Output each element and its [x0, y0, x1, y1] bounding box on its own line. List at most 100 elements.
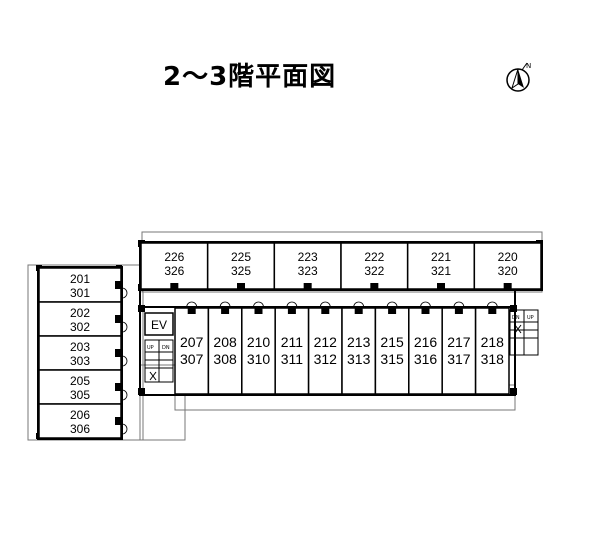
room-outline — [207, 307, 243, 395]
room-number-2f: 217 — [447, 334, 471, 350]
room-column — [115, 281, 121, 289]
door-swing — [219, 301, 231, 308]
room-number-3f: 322 — [364, 264, 384, 278]
north-label: N — [526, 62, 531, 70]
room-column — [115, 417, 121, 425]
room-column — [115, 349, 121, 357]
room-column — [454, 308, 463, 314]
room-number-2f: 208 — [213, 334, 237, 350]
door-swing — [253, 301, 264, 308]
room-column — [354, 308, 363, 314]
room-number-3f: 301 — [70, 286, 90, 300]
room-number-3f: 310 — [247, 351, 271, 367]
room-number-3f: 318 — [481, 351, 505, 367]
room-number-2f: 201 — [70, 272, 90, 286]
room-number-3f: 317 — [447, 351, 471, 367]
room-number-2f: 211 — [281, 334, 304, 350]
room-number-2f: 210 — [247, 334, 271, 350]
room-column — [221, 308, 230, 314]
room-number-3f: 326 — [164, 264, 184, 278]
door-swing — [186, 301, 198, 308]
room-column — [187, 308, 196, 314]
room-number-3f: 311 — [281, 351, 304, 367]
door-swing — [420, 301, 431, 308]
west-stair: UP DN — [144, 339, 174, 383]
room-number-3f: 313 — [347, 351, 371, 367]
room-outline — [38, 335, 122, 371]
west-stair-down-label: DN — [162, 345, 170, 351]
door-swing — [286, 301, 298, 308]
room-number-2f: 207 — [180, 334, 204, 350]
east-stair-up-label: UP — [527, 315, 534, 321]
room-number-2f: 216 — [414, 334, 438, 350]
room-number-3f: 320 — [498, 264, 518, 278]
room-column — [488, 308, 497, 314]
elevator-label: EV — [151, 318, 167, 332]
room-column — [503, 283, 512, 289]
room-outline — [38, 301, 122, 337]
room-number-3f: 306 — [70, 422, 90, 436]
room-number-2f: 205 — [70, 374, 90, 388]
room-column — [170, 283, 179, 289]
north-arrow-icon: N — [506, 62, 531, 92]
room-outline — [341, 307, 377, 395]
door-swing — [386, 301, 398, 308]
room-number-2f: 218 — [481, 334, 505, 350]
door-swing — [353, 301, 365, 308]
room-number-3f: 303 — [70, 354, 90, 368]
room-outline — [374, 307, 410, 395]
door-swing — [121, 321, 128, 333]
door-swing — [319, 301, 331, 308]
floor-plan-title: 2〜3階平面図 — [163, 62, 337, 92]
room-number-3f: 305 — [70, 388, 90, 402]
room-column — [115, 315, 121, 323]
building-walls — [37, 241, 543, 440]
room-outline — [273, 242, 342, 290]
elevator: EV — [144, 312, 174, 336]
room-outline — [406, 242, 476, 290]
room-number-2f: 203 — [70, 340, 90, 354]
room-number-3f: 321 — [431, 264, 451, 278]
room-number-3f: 315 — [380, 351, 404, 367]
room-number-2f: 206 — [70, 408, 90, 422]
room-column — [388, 308, 397, 314]
door-swing — [121, 423, 128, 435]
room-number-2f: 222 — [364, 250, 384, 264]
room-column — [303, 283, 312, 289]
room-outline — [340, 242, 409, 290]
door-swing — [453, 301, 465, 308]
room-column — [237, 283, 245, 289]
door-swing — [121, 355, 128, 367]
west-stair-up-label: UP — [147, 345, 154, 351]
room-column — [254, 308, 263, 314]
room-number-3f: 308 — [213, 351, 237, 367]
room-outline — [441, 307, 477, 395]
room-column — [287, 308, 296, 314]
door-swing — [486, 301, 498, 308]
room-outline — [38, 403, 122, 439]
east-stair-down-label: DN — [512, 315, 520, 321]
room-outline — [307, 307, 343, 395]
room-column — [370, 283, 379, 289]
east-stair: DN UP — [509, 309, 539, 356]
room-number-3f: 316 — [414, 351, 438, 367]
